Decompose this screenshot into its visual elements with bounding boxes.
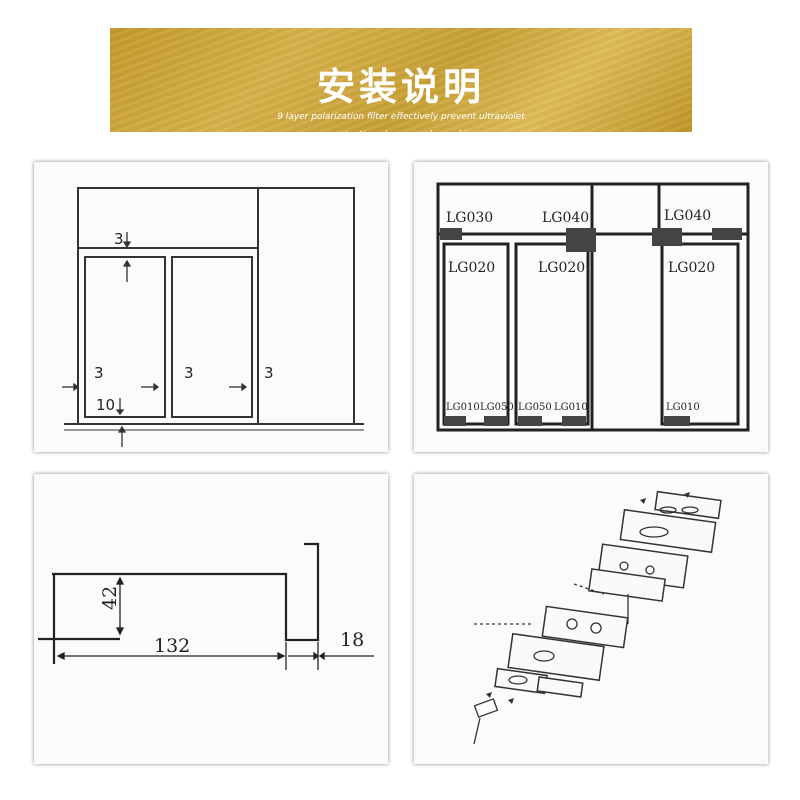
- banner-subtitle-line1: 9 layer polarization filter effectively …: [277, 112, 525, 122]
- title-banner: 安装说明 9 layer polarization filter effecti…: [110, 28, 692, 140]
- dim-height: 42: [99, 586, 121, 610]
- label-lg030: LG030: [446, 210, 493, 226]
- label-lg010-b: LG010: [554, 402, 588, 413]
- label-lg010-c: LG010: [666, 402, 700, 413]
- label-lg040-right: LG040: [664, 208, 711, 224]
- part-label-drawing: LG030 LG040 LG040 LG020 LG020 LG020 LG01…: [436, 182, 750, 432]
- panel-part-labels: LG030 LG040 LG040 LG020 LG020 LG020 LG01…: [414, 162, 768, 452]
- label-lg020-b: LG020: [538, 260, 585, 276]
- frame-dimension-drawing: 3 3 3 3 10: [62, 187, 364, 447]
- exploded-hardware-icon: [473, 490, 722, 745]
- label-lg040-left: LG040: [542, 210, 589, 226]
- label-lg050-b: LG050: [518, 402, 552, 413]
- label-lg020-c: LG020: [668, 260, 715, 276]
- label-lg020-a: LG020: [448, 260, 495, 276]
- banner-subtitle-line2: protective glasses and eye skin: [329, 130, 473, 140]
- panel-exploded-view: [414, 474, 768, 764]
- dim-left: 3: [94, 364, 104, 382]
- label-lg050-a: LG050: [480, 402, 514, 413]
- dim-top: 3: [114, 230, 124, 248]
- dim-bottom: 10: [96, 396, 115, 414]
- panel-section-dimensions: 42 132 18: [34, 474, 388, 764]
- dim-right: 3: [264, 364, 274, 382]
- panel-frame-dimensions: 3 3 3 3 10: [34, 162, 388, 452]
- section-dimension-drawing: 42 132 18: [38, 542, 374, 670]
- dim-width: 132: [154, 635, 190, 657]
- dim-gap: 18: [340, 629, 364, 651]
- banner-title: 安装说明: [316, 65, 485, 109]
- dim-middle: 3: [184, 364, 194, 382]
- label-lg010-a: LG010: [446, 402, 480, 413]
